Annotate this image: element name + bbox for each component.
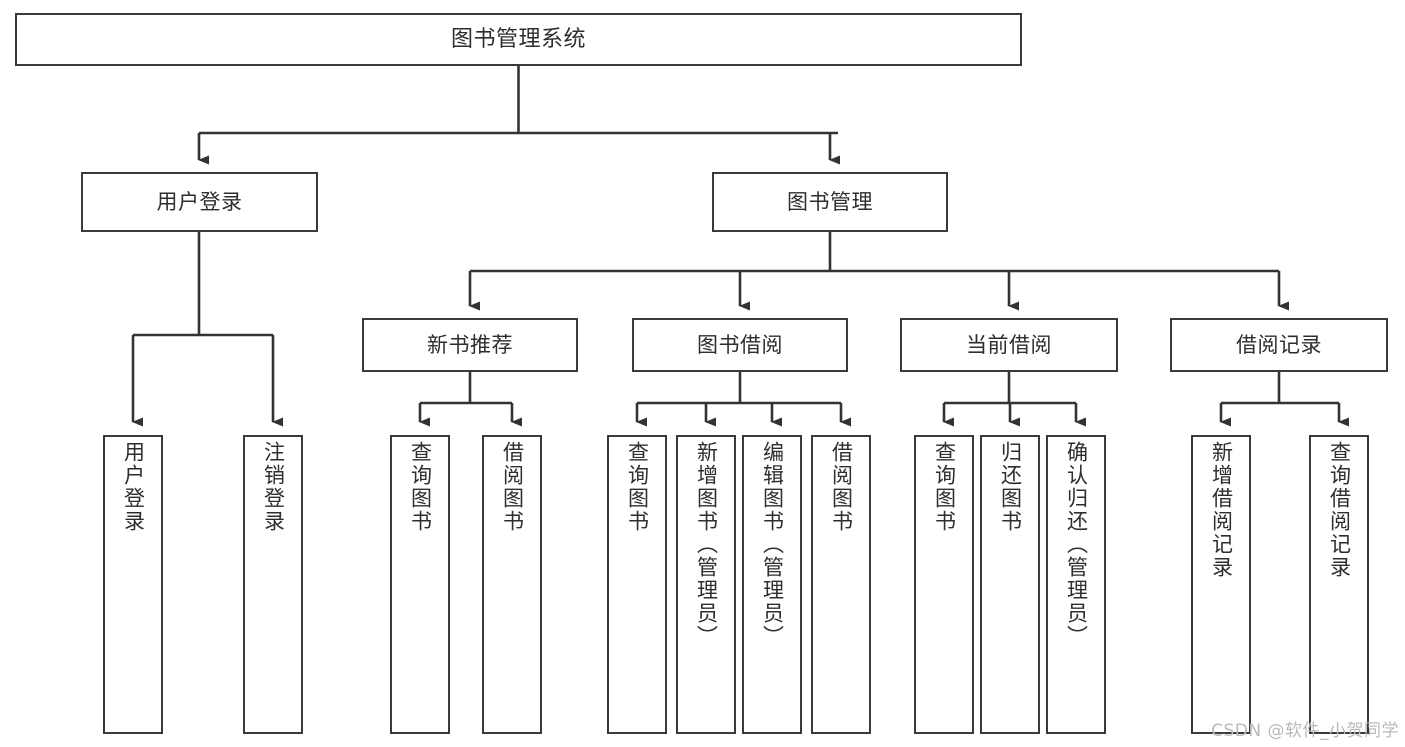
node-leaf-logout[interactable]: 注销登录 [243, 435, 303, 734]
node-label: 新增借阅记录 [1209, 441, 1234, 579]
node-label: 确认归还（管理员） [1064, 441, 1089, 648]
node-label: 图书管理 [787, 189, 873, 214]
node-label: 新书推荐 [427, 332, 513, 357]
node-leaf-return-book[interactable]: 归还图书 [980, 435, 1040, 734]
node-label: 查询借阅记录 [1327, 441, 1352, 579]
node-label: 注销登录 [261, 441, 286, 533]
node-book-management[interactable]: 图书管理 [712, 172, 948, 232]
node-label: 借阅记录 [1236, 332, 1322, 357]
node-current-borrow[interactable]: 当前借阅 [900, 318, 1118, 372]
csdn-watermark: CSDN @软件_小贺同学 [1211, 721, 1399, 741]
node-label: 用户登录 [121, 441, 146, 533]
node-leaf-query-record[interactable]: 查询借阅记录 [1309, 435, 1369, 734]
node-leaf-query-book-3[interactable]: 查询图书 [914, 435, 974, 734]
node-book-management-system[interactable]: 图书管理系统 [15, 13, 1022, 66]
node-leaf-query-book-2[interactable]: 查询图书 [607, 435, 667, 734]
node-label: 用户登录 [156, 189, 243, 214]
node-leaf-add-book[interactable]: 新增图书（管理员） [676, 435, 736, 734]
node-new-book-recommend[interactable]: 新书推荐 [362, 318, 578, 372]
node-label: 新增图书（管理员） [694, 441, 719, 648]
node-leaf-borrow-book-2[interactable]: 借阅图书 [811, 435, 871, 734]
node-label: 查询图书 [625, 441, 650, 533]
node-leaf-add-record[interactable]: 新增借阅记录 [1191, 435, 1251, 734]
node-leaf-user-login[interactable]: 用户登录 [103, 435, 163, 734]
node-label: 归还图书 [998, 441, 1023, 533]
node-leaf-query-book-1[interactable]: 查询图书 [390, 435, 450, 734]
node-book-borrow[interactable]: 图书借阅 [632, 318, 848, 372]
node-label: 图书管理系统 [450, 26, 586, 52]
node-label: 当前借阅 [966, 332, 1052, 357]
node-label: 借阅图书 [500, 441, 525, 533]
node-leaf-confirm-return[interactable]: 确认归还（管理员） [1046, 435, 1106, 734]
node-borrow-record[interactable]: 借阅记录 [1170, 318, 1388, 372]
node-label: 图书借阅 [697, 332, 783, 357]
node-label: 借阅图书 [829, 441, 854, 533]
node-user-login[interactable]: 用户登录 [81, 172, 318, 232]
node-leaf-edit-book[interactable]: 编辑图书（管理员） [742, 435, 802, 734]
node-label: 编辑图书（管理员） [760, 441, 785, 648]
node-label: 查询图书 [408, 441, 433, 533]
node-leaf-borrow-book-1[interactable]: 借阅图书 [482, 435, 542, 734]
node-label: 查询图书 [932, 441, 957, 533]
